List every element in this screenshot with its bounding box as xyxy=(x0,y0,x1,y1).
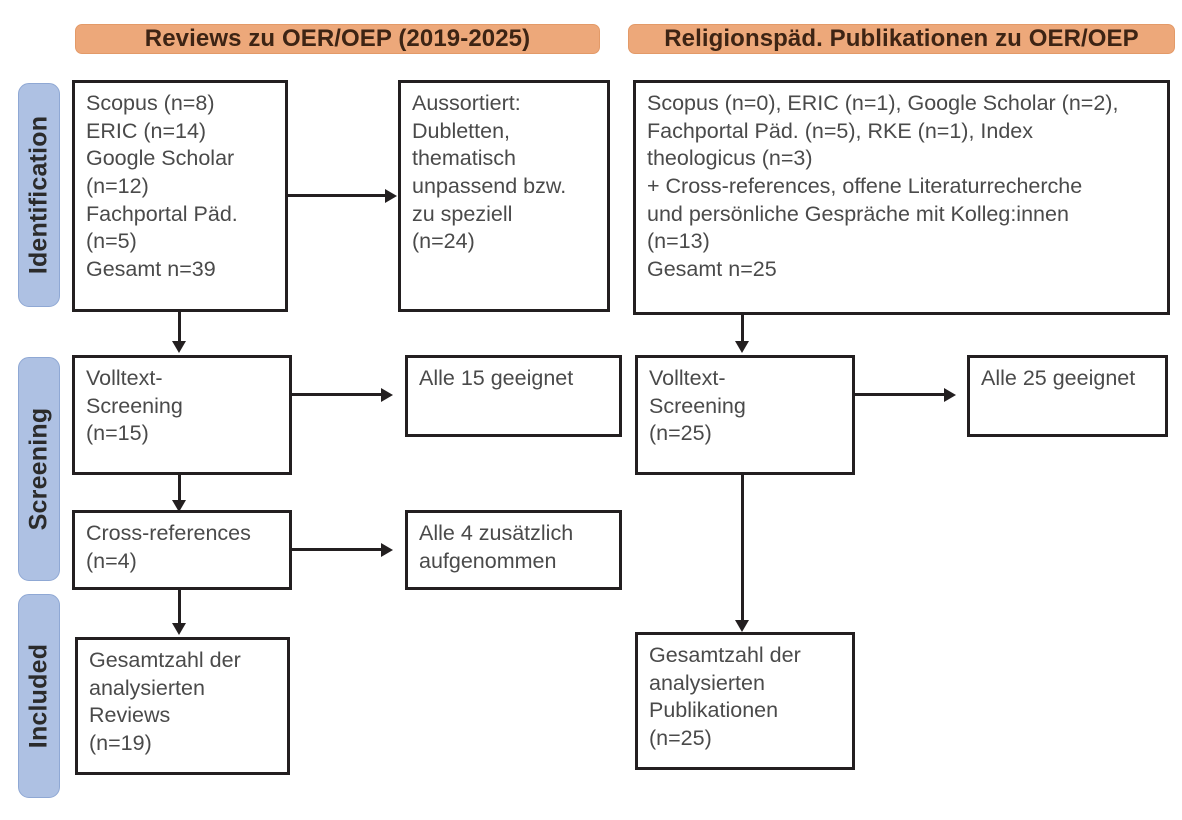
box-line: und persönliche Gespräche mit Kolleg:inn… xyxy=(647,201,1069,226)
box-line: (n=25) xyxy=(649,725,712,750)
box-line: aufgenommen xyxy=(419,548,557,573)
box-line: Fachportal Päd. xyxy=(86,201,238,226)
phase-tab-identification: Identification xyxy=(18,83,60,307)
box-line: unpassend bzw. xyxy=(412,173,567,198)
box-line: thematisch xyxy=(412,146,516,171)
box-left-included-total: Gesamtzahl der analysierten Reviews (n=1… xyxy=(75,637,290,775)
box-line: (n=24) xyxy=(412,229,475,254)
box-left-cross-references: Cross-references (n=4) xyxy=(72,510,292,590)
box-left-fulltext-screening: Volltext- Screening (n=15) xyxy=(72,355,292,475)
box-left-identification-sources: Scopus (n=8) ERIC (n=14) Google Scholar … xyxy=(72,80,288,312)
arrowhead-left-crossrefs-to-added xyxy=(381,543,393,557)
arrowhead-left-sources-to-screening xyxy=(172,341,186,353)
box-line: Publikationen xyxy=(649,698,779,723)
box-line: (n=4) xyxy=(86,548,137,573)
box-line: (n=15) xyxy=(86,421,149,446)
box-line: Gesamt n=25 xyxy=(647,256,777,281)
column-header-reviews-label: Reviews zu OER/OEP (2019-2025) xyxy=(144,25,531,52)
box-line: Aussortiert: xyxy=(412,91,521,115)
box-line: Gesamtzahl der xyxy=(649,643,801,667)
box-line: Volltext- xyxy=(649,366,726,390)
connector-right-screening-to-suitable xyxy=(855,393,944,396)
box-line: Alle 25 geeignet xyxy=(981,366,1136,390)
connector-right-screening-to-included xyxy=(741,475,744,623)
box-line: Gesamt n=39 xyxy=(86,256,216,281)
box-line: Alle 15 geeignet xyxy=(419,366,574,390)
box-line: Scopus (n=8) xyxy=(86,91,215,115)
column-header-religionspaed-label: Religionspäd. Publikationen zu OER/OEP xyxy=(664,25,1139,52)
phase-tab-screening-label: Screening xyxy=(24,407,53,531)
box-line: Fachportal Päd. (n=5), RKE (n=1), Index xyxy=(647,118,1034,143)
box-line: theologicus (n=3) xyxy=(647,146,813,171)
box-line: zu speziell xyxy=(412,201,513,226)
connector-left-sources-to-excluded xyxy=(288,194,385,197)
box-right-all-suitable: Alle 25 geeignet xyxy=(967,355,1168,437)
box-right-identification-sources: Scopus (n=0), ERIC (n=1), Google Scholar… xyxy=(633,80,1170,315)
arrowhead-right-sources-to-screening xyxy=(735,341,749,353)
box-line: Scopus (n=0), ERIC (n=1), Google Scholar… xyxy=(647,91,1119,115)
arrowhead-left-screening-to-suitable xyxy=(381,388,393,402)
arrowhead-right-screening-to-included xyxy=(735,620,749,632)
box-line: Dubletten, xyxy=(412,118,511,143)
box-right-fulltext-screening: Volltext- Screening (n=25) xyxy=(635,355,855,475)
box-line: Screening xyxy=(649,393,746,418)
connector-left-crossrefs-to-included xyxy=(178,590,181,625)
box-line: (n=13) xyxy=(647,229,710,254)
arrowhead-left-crossrefs-to-included xyxy=(172,623,186,635)
connector-left-crossrefs-to-added xyxy=(292,548,381,551)
phase-tab-included-label: Included xyxy=(24,643,53,749)
box-line: Gesamtzahl der xyxy=(89,648,241,672)
connector-left-screening-to-suitable xyxy=(292,393,381,396)
box-line: Reviews xyxy=(89,703,171,728)
box-line: Volltext- xyxy=(86,366,163,390)
arrowhead-right-screening-to-suitable xyxy=(944,388,956,402)
arrowhead-left-sources-to-excluded xyxy=(385,189,397,203)
box-right-included-total: Gesamtzahl der analysierten Publikatione… xyxy=(635,632,855,770)
box-line: (n=25) xyxy=(649,421,712,446)
phase-tab-included: Included xyxy=(18,594,60,798)
connector-left-screening-to-crossrefs xyxy=(178,475,181,502)
box-line: analysierten xyxy=(649,670,765,695)
box-line: ERIC (n=14) xyxy=(86,118,207,143)
column-header-reviews: Reviews zu OER/OEP (2019-2025) xyxy=(75,24,600,54)
connector-left-sources-to-screening xyxy=(178,312,181,343)
phase-tab-identification-label: Identification xyxy=(24,115,53,275)
box-line: Alle 4 zusätzlich xyxy=(419,521,574,545)
connector-right-sources-to-screening xyxy=(741,315,744,343)
box-line: (n=19) xyxy=(89,730,152,755)
box-line: (n=12) xyxy=(86,173,149,198)
box-line: Google Scholar xyxy=(86,146,235,171)
box-line: Screening xyxy=(86,393,183,418)
box-left-all-suitable: Alle 15 geeignet xyxy=(405,355,622,437)
box-line: + Cross-references, offene Literaturrech… xyxy=(647,173,1083,198)
phase-tab-screening: Screening xyxy=(18,357,60,581)
box-left-all-added: Alle 4 zusätzlich aufgenommen xyxy=(405,510,622,590)
box-line: (n=5) xyxy=(86,229,137,254)
arrowhead-left-screening-to-crossrefs xyxy=(172,500,186,512)
box-line: analysierten xyxy=(89,675,205,700)
box-line: Cross-references xyxy=(86,521,251,545)
box-left-excluded: Aussortiert: Dubletten, thematisch unpas… xyxy=(398,80,610,312)
column-header-religionspaed: Religionspäd. Publikationen zu OER/OEP xyxy=(628,24,1175,54)
